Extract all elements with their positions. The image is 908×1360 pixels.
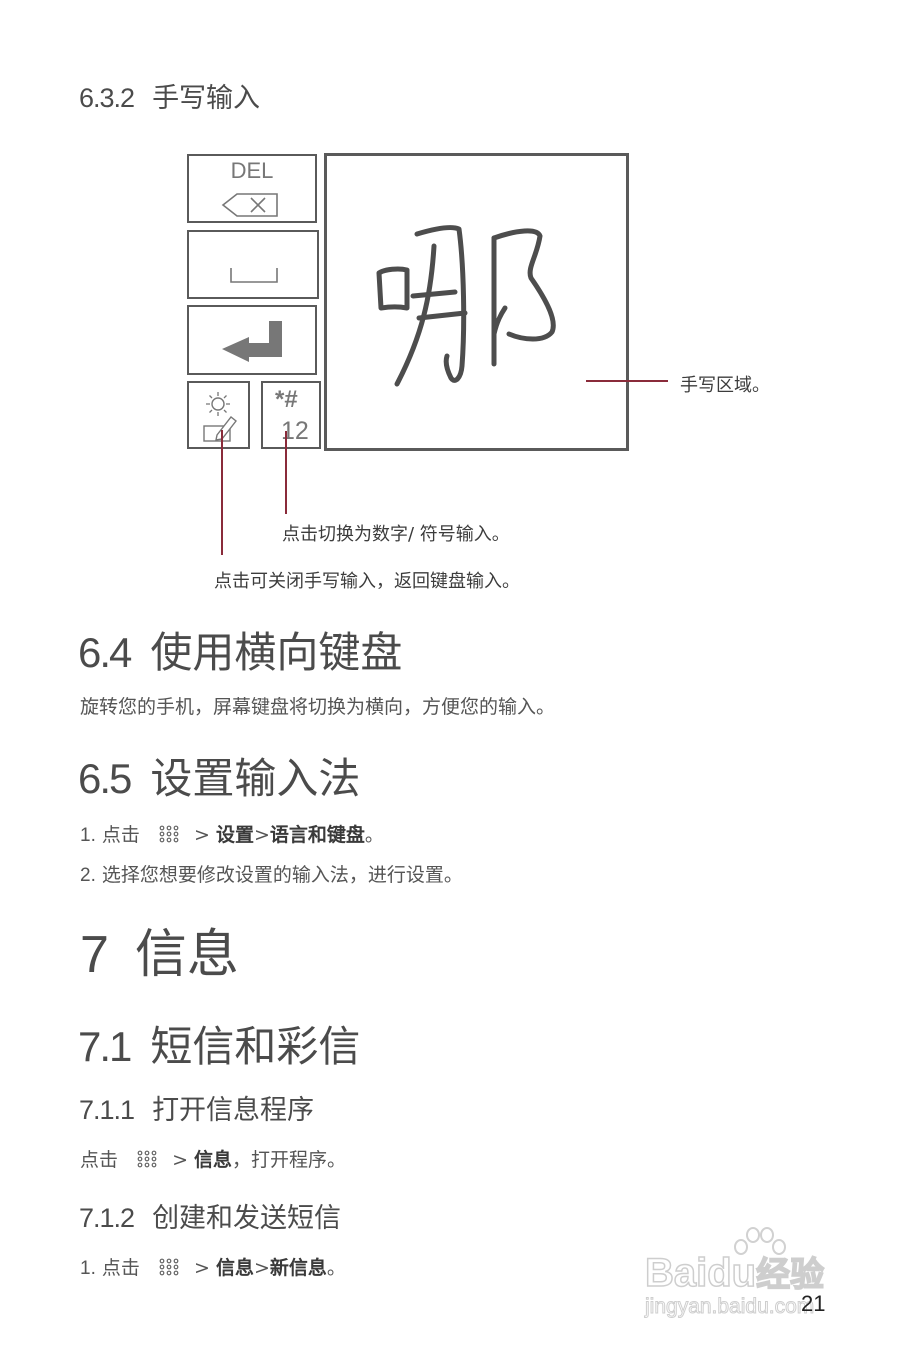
page-number: 21 <box>801 1291 826 1316</box>
callout-symbol-switch: 点击切换为数字/ 符号输入。 <box>282 524 510 545</box>
symbol-number-key[interactable]: *# 12 <box>261 381 321 449</box>
step-7-1-2-1: 1. 点击 > 信息>新信息。 <box>80 1257 346 1279</box>
chapter-number: 7 <box>80 926 109 984</box>
step-6-5-2: 2. 选择您想要修改设置的输入法，进行设置。 <box>80 864 463 886</box>
section-number: 6.3.2 <box>79 83 135 113</box>
step-6-5-1: 1. 点击 > 设置>语言和键盘。 <box>80 824 384 846</box>
section-title: 短信和彩信 <box>150 1022 361 1071</box>
section-title: 创建和发送短信 <box>152 1203 342 1234</box>
section-title: 手写输入 <box>152 83 261 114</box>
watermark-brand2: du <box>707 1250 757 1296</box>
section-number: 6.4 <box>78 629 132 676</box>
callout-close-handwriting: 点击可关闭手写输入，返回键盘输入。 <box>214 571 520 592</box>
symbol-key-line1: *# <box>275 386 298 413</box>
handwriting-figure: DEL *# 12 哪 <box>0 0 908 600</box>
chapter-heading-7: 7 信息 <box>80 912 239 987</box>
space-key[interactable] <box>187 230 319 299</box>
app-grid-icon <box>159 1258 179 1276</box>
watermark-brand: Bai <box>644 1250 708 1296</box>
section-number: 7.1.2 <box>79 1203 135 1233</box>
section-number: 7.1 <box>78 1023 132 1070</box>
chapter-title: 信息 <box>134 925 239 985</box>
watermark-url: jingyan.baidu.com <box>644 1295 815 1319</box>
enter-arrow-icon <box>222 321 282 362</box>
menu-path-settings: 设置 <box>215 824 254 846</box>
section-heading-7-1: 7.1 短信和彩信 <box>78 1013 360 1074</box>
delete-key-label: DEL <box>230 158 274 183</box>
section-heading-6-5: 6.5 设置输入法 <box>78 745 360 806</box>
section-7-1-1-body: 点击 > 信息，打开程序。 <box>80 1149 347 1171</box>
section-title: 设置输入法 <box>150 754 361 803</box>
section-number: 7.1.1 <box>79 1095 135 1125</box>
section-title: 打开信息程序 <box>152 1095 315 1126</box>
baidu-watermark: Baidu经验 jingyan.baidu.com <box>644 1225 865 1325</box>
leader-line-handwriting-area <box>586 380 668 382</box>
space-bar-icon <box>230 268 278 283</box>
handwriting-canvas[interactable]: 哪 <box>324 153 629 451</box>
callout-handwriting-area: 手写区域。 <box>680 375 770 396</box>
leader-line-close-handwriting <box>221 430 223 555</box>
delete-key[interactable]: DEL <box>187 154 317 223</box>
section-title: 使用横向键盘 <box>150 628 403 677</box>
switch-to-keyboard-key[interactable] <box>187 381 250 449</box>
menu-path-messaging: 信息 <box>194 1149 233 1171</box>
app-grid-icon <box>137 1150 157 1168</box>
leader-line-symbol-switch <box>285 431 287 514</box>
menu-path-new-message: 新信息 <box>269 1257 327 1279</box>
backspace-icon <box>221 193 278 217</box>
menu-path-language-keyboard: 语言和键盘 <box>269 824 365 846</box>
section-number: 6.5 <box>78 755 132 802</box>
section-heading-6-4: 6.4 使用横向键盘 <box>78 619 402 680</box>
section-heading-6-3-2: 6.3.2 手写输入 <box>79 76 260 115</box>
section-heading-7-1-2: 7.1.2 创建和发送短信 <box>79 1196 341 1235</box>
app-grid-icon <box>159 825 179 843</box>
menu-path-messaging: 信息 <box>215 1257 254 1279</box>
watermark-brand-cn: 经验 <box>755 1255 825 1295</box>
enter-key[interactable] <box>187 305 317 375</box>
section-heading-7-1-1: 7.1.1 打开信息程序 <box>79 1088 314 1127</box>
handwritten-character: 哪 <box>376 225 556 387</box>
paw-icon <box>734 1227 786 1255</box>
section-6-4-body: 旋转您的手机，屏幕键盘将切换为横向，方便您的输入。 <box>80 696 556 718</box>
